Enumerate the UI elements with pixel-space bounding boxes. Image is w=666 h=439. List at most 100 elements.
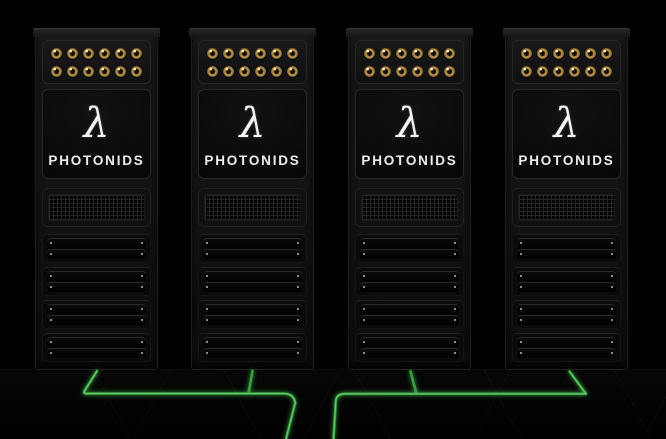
gold-port-icon [585, 47, 597, 59]
bay-slat [203, 314, 302, 325]
gold-port-icon [395, 47, 407, 59]
gold-port-icon [428, 47, 440, 59]
port-panel [42, 40, 151, 84]
gold-port-icon [50, 47, 62, 59]
rack-lid [503, 28, 630, 37]
bay-slat [203, 271, 302, 282]
bay-slat [203, 304, 302, 315]
brand-panel: λ PHOTONIDS [198, 89, 307, 179]
drive-bay [355, 300, 464, 329]
bay-slat [360, 238, 459, 249]
gold-port-icon [99, 65, 111, 77]
bay-slat [47, 281, 146, 292]
bay-slat [47, 248, 146, 259]
vent-grille [355, 188, 464, 227]
gold-port-icon [115, 65, 127, 77]
gold-port-icon [412, 47, 424, 59]
bay-slat [47, 314, 146, 325]
gold-port-icon [82, 47, 94, 59]
gold-port-icon [255, 47, 267, 59]
vent-mesh [204, 194, 301, 221]
gold-port-icon [287, 65, 299, 77]
drive-bay [512, 333, 621, 362]
vent-mesh [361, 194, 458, 221]
rack-lid [189, 28, 316, 37]
port-panel [198, 40, 307, 84]
bay-slat [203, 238, 302, 249]
gold-port-icon [50, 65, 62, 77]
bay-slat [360, 281, 459, 292]
brand-panel: λ PHOTONIDS [42, 89, 151, 179]
gold-port-icon [363, 65, 375, 77]
server-rack-4: λ PHOTONIDS [503, 28, 630, 370]
gold-port-icon [66, 47, 78, 59]
vent-mesh [48, 194, 145, 221]
bay-slat [360, 304, 459, 315]
drive-bay [355, 267, 464, 296]
gold-port-icon [271, 47, 283, 59]
gold-port-icon [99, 47, 111, 59]
gold-port-icon [552, 65, 564, 77]
drive-bay [42, 267, 151, 296]
brand-name: PHOTONIDS [48, 152, 145, 168]
gold-port-icon [444, 47, 456, 59]
gold-port-icon [412, 65, 424, 77]
gold-port-icon [287, 47, 299, 59]
bay-slat [517, 248, 616, 259]
drive-bay [512, 267, 621, 296]
rack-lid [33, 28, 160, 37]
bay-slat [517, 238, 616, 249]
port-panel [512, 40, 621, 84]
gold-port-icon [131, 65, 143, 77]
gold-port-icon [82, 65, 94, 77]
vent-mesh [518, 194, 615, 221]
gold-port-icon [206, 65, 218, 77]
gold-port-icon [363, 47, 375, 59]
drive-bay [198, 300, 307, 329]
bay-slat [517, 314, 616, 325]
drive-bays [512, 234, 621, 362]
lambda-logo-icon: λ [553, 98, 580, 147]
vent-grille [198, 188, 307, 227]
bay-slat [47, 337, 146, 348]
bay-slat [47, 271, 146, 282]
gold-port-icon [379, 47, 391, 59]
gold-port-icon [131, 47, 143, 59]
gold-port-icon [222, 47, 234, 59]
gold-port-icon [520, 65, 532, 77]
gold-port-icon [271, 65, 283, 77]
drive-bay [355, 333, 464, 362]
gold-port-icon [395, 65, 407, 77]
drive-bays [198, 234, 307, 362]
brand-name: PHOTONIDS [518, 152, 615, 168]
bay-slat [360, 314, 459, 325]
bay-slat [203, 347, 302, 358]
bay-slat [47, 347, 146, 358]
rack-lid [346, 28, 473, 37]
bay-slat [47, 304, 146, 315]
bay-slat [517, 337, 616, 348]
gold-port-icon [238, 65, 250, 77]
drive-bay [198, 333, 307, 362]
bay-slat [517, 347, 616, 358]
bay-slat [203, 248, 302, 259]
gold-port-icon [238, 47, 250, 59]
gold-port-icon [206, 47, 218, 59]
drive-bay [42, 333, 151, 362]
vent-grille [512, 188, 621, 227]
brand-name: PHOTONIDS [204, 152, 301, 168]
bay-slat [360, 337, 459, 348]
bay-slat [517, 281, 616, 292]
drive-bays [42, 234, 151, 362]
drive-bay [512, 234, 621, 263]
gold-port-icon [601, 47, 613, 59]
bay-slat [360, 271, 459, 282]
floor [0, 369, 666, 439]
drive-bay [355, 234, 464, 263]
gold-port-icon [536, 47, 548, 59]
gold-port-icon [379, 65, 391, 77]
gold-port-icon [428, 65, 440, 77]
gold-port-icon [255, 65, 267, 77]
bay-slat [360, 347, 459, 358]
